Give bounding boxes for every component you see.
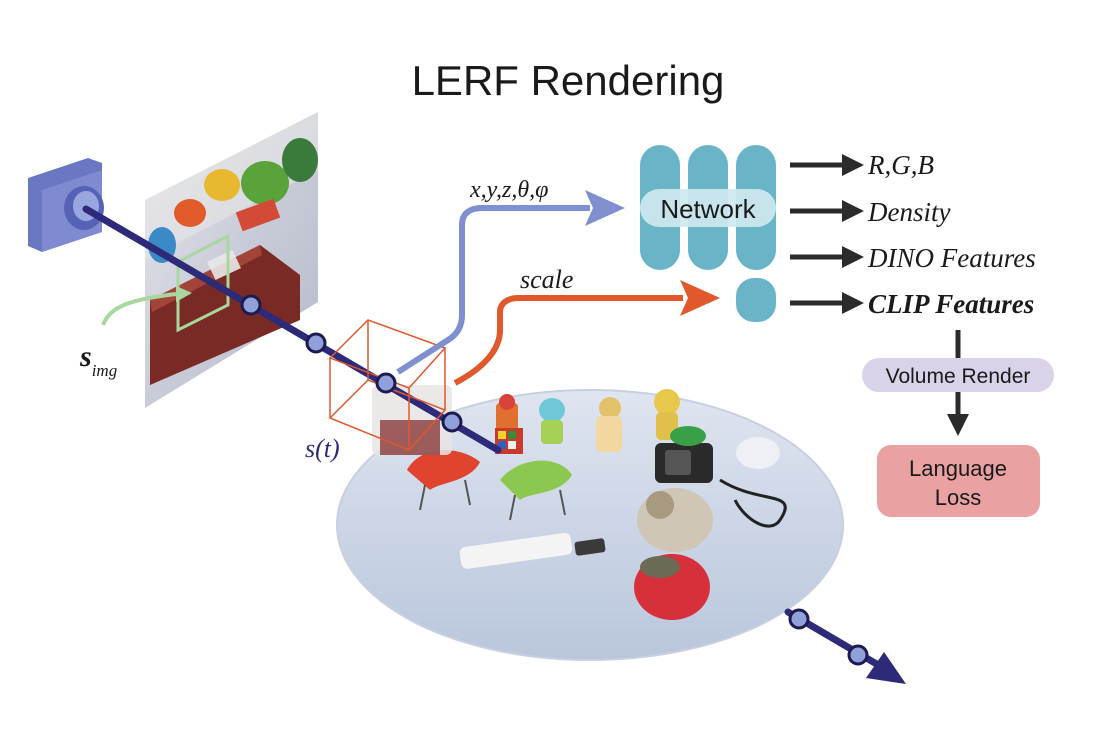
scale-label: scale bbox=[520, 265, 573, 294]
ray-sample-nodes bbox=[240, 294, 869, 666]
table-objects bbox=[372, 385, 787, 620]
s-img-sub: img bbox=[92, 361, 118, 380]
network-label-bg bbox=[640, 189, 776, 227]
language-loss-line-2: Loss bbox=[935, 485, 981, 510]
scene-photo bbox=[336, 385, 844, 661]
camera-icon bbox=[28, 158, 104, 252]
output-clip-features: CLIP Features bbox=[868, 289, 1034, 319]
position-arrowhead bbox=[585, 190, 625, 226]
ray-node bbox=[788, 608, 810, 630]
output-density: Density bbox=[867, 197, 950, 227]
output-dino-features: DINO Features bbox=[867, 243, 1036, 273]
s-img-patch bbox=[176, 233, 230, 333]
volume-to-loss-arrowhead bbox=[947, 414, 969, 436]
ray-node bbox=[441, 411, 463, 433]
network-label: Network bbox=[660, 194, 756, 224]
s-img-label: simg bbox=[79, 340, 117, 380]
ray-node bbox=[847, 644, 869, 666]
ray-node bbox=[240, 294, 262, 316]
network-clip-head bbox=[736, 278, 776, 322]
output-arrows bbox=[790, 162, 845, 306]
output-rgb: R,G,B bbox=[867, 150, 934, 180]
output-arrowheads bbox=[842, 154, 864, 314]
language-loss-line-1: Language bbox=[909, 456, 1007, 481]
scale-arrowhead bbox=[680, 280, 720, 316]
volume-render-box bbox=[862, 358, 1054, 392]
network-block: Network bbox=[640, 145, 776, 322]
exit-ray-arrowhead bbox=[866, 652, 906, 684]
s-img-pointer-arrow bbox=[101, 292, 177, 326]
s-img-main: s bbox=[79, 340, 92, 373]
scale-arrow bbox=[453, 295, 683, 386]
ray-node bbox=[375, 372, 397, 394]
diagram-title: LERF Rendering bbox=[412, 57, 725, 104]
s-t-label: s(t) bbox=[305, 434, 340, 463]
language-loss-box bbox=[877, 445, 1040, 517]
camera-ray bbox=[82, 205, 502, 454]
ray-node bbox=[305, 332, 327, 354]
ray-inputs-label: x,y,z,θ,φ bbox=[469, 177, 548, 203]
position-arrow bbox=[396, 205, 590, 375]
volume-render-label: Volume Render bbox=[886, 365, 1031, 388]
